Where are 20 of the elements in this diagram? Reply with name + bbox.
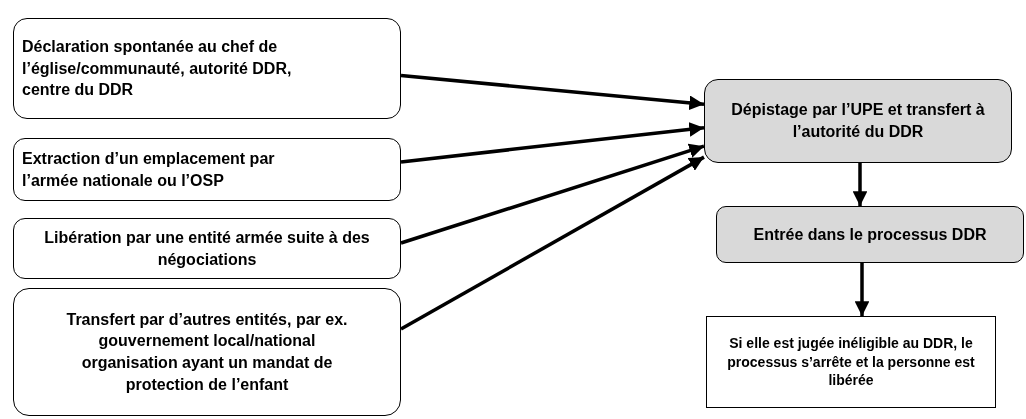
box-text: Déclaration spontanée au chef de l’église/communauté, autorité DDR, centre du DDR <box>22 37 293 101</box>
arrow <box>400 143 705 245</box>
arrow <box>400 122 705 164</box>
process-box <box>13 138 401 201</box>
arrow <box>854 263 870 316</box>
box-text: Transfert par d’autres entités, par ex. gouvernement local/national organisation ayant un mandat de protection de l’enfant <box>65 309 349 395</box>
process-box <box>13 18 401 119</box>
box-text: Entrée dans le processus DDR <box>753 224 987 245</box>
box-text: Extraction d’un emplacement par l’armée nationale ou l’OSP <box>22 148 276 191</box>
process-box <box>13 288 401 416</box>
box-text: Dépistage par l’UPE et transfert à l’autorité du DDR <box>730 100 986 142</box>
process-box <box>716 206 1024 263</box>
arrow <box>400 155 705 331</box>
process-box <box>704 79 1012 163</box>
arrow <box>852 163 868 206</box>
process-box <box>706 316 996 408</box>
box-text: Si elle est jugée inéligible au DDR, le processus s’arrête et la personne est libérée <box>726 333 976 391</box>
arrow <box>400 73 705 111</box>
box-text: Libération par une entité armée suite à des négociations <box>43 227 371 270</box>
process-box <box>13 218 401 279</box>
